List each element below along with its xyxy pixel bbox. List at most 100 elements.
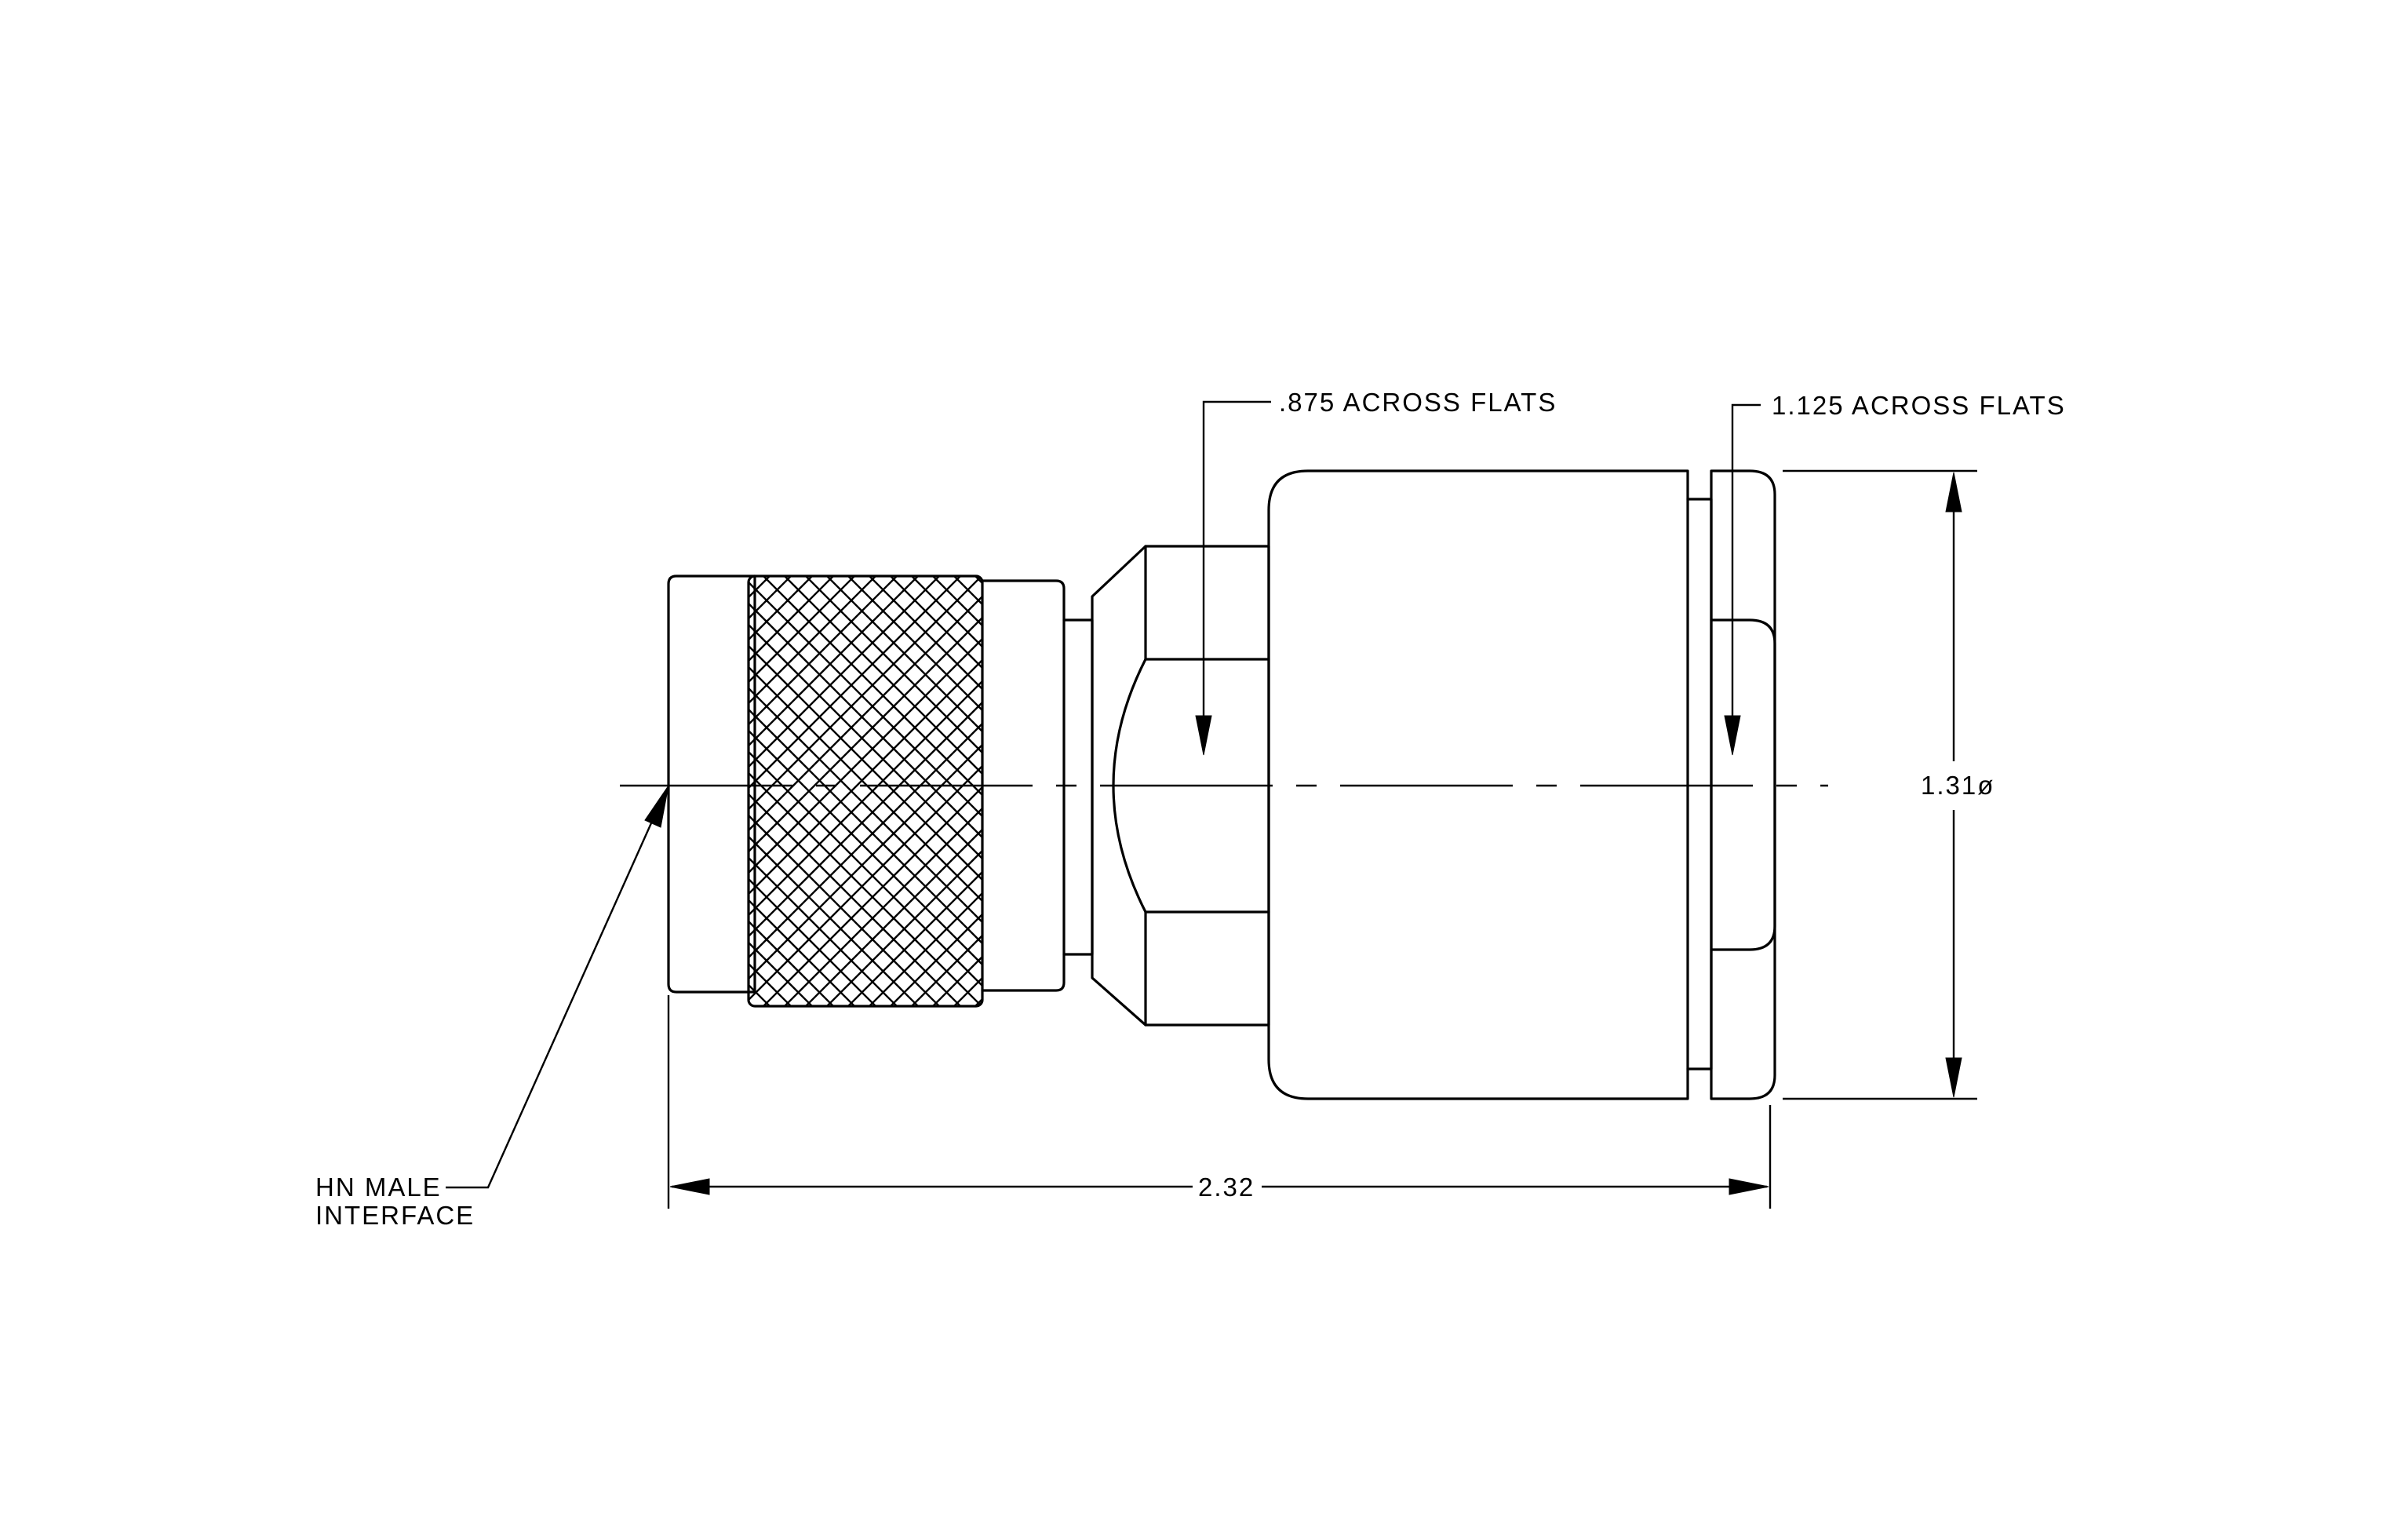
knurl-line (749, 576, 792, 1006)
knurl-line (1335, 576, 1765, 1006)
knurl-line (749, 576, 961, 1006)
knurl-line (1251, 576, 1681, 1006)
length-dimension (667, 995, 1772, 1209)
knurl-line (1187, 576, 1617, 1006)
knurl-line (749, 576, 834, 1006)
neck (1062, 618, 1094, 956)
knurl-line (1314, 576, 1744, 1006)
knurl-line (749, 576, 982, 1006)
knurl-line (1039, 576, 1469, 1006)
knurl-line (1102, 576, 1532, 1006)
knurl-line (1230, 576, 1659, 1006)
groove (1686, 498, 1713, 1071)
knurl-line (805, 576, 982, 1006)
knurl-line (1018, 576, 1448, 1006)
knurl-line (1357, 576, 1787, 1006)
knurl-line (1399, 576, 1829, 1006)
knurl-line (749, 576, 982, 1006)
knurl-line (749, 576, 982, 1006)
label-interface-line1: HN MALE (315, 1173, 442, 1202)
knurl-line (1187, 576, 1617, 1006)
knurl-line (932, 576, 982, 1006)
label-diameter: 1.31ø (1921, 771, 1995, 800)
knurl-line (1378, 576, 1808, 1006)
knurl-line (1272, 576, 1702, 1006)
knurl-line (749, 576, 982, 1006)
knurl-line (749, 576, 855, 1006)
knurl-line (749, 576, 876, 1006)
knurl-line (749, 576, 940, 1006)
knurl-line (974, 576, 982, 1006)
knurl-line (749, 576, 982, 1006)
knurl-line (749, 576, 876, 1006)
front-coupling-ring (667, 574, 756, 994)
knurl-line (749, 576, 770, 1006)
knurl-line (763, 576, 982, 1006)
knurl-line (749, 576, 792, 1006)
knurl-line (996, 576, 1426, 1006)
leader-small-flats (1195, 400, 1271, 756)
knurl-line (847, 576, 982, 1006)
knurl-line (826, 576, 982, 1006)
knurl-line (319, 576, 749, 1006)
label-large-flats: 1.125 ACROSS FLATS (1772, 391, 2066, 420)
knurl-line (826, 576, 982, 1006)
knurl-line (1124, 576, 1554, 1006)
knurl-line (932, 576, 982, 1006)
knurl-line (1399, 576, 1829, 1006)
knurl-line (953, 576, 982, 1006)
knurl-line (749, 576, 770, 1006)
knurl-line (749, 576, 982, 1006)
knurl-line (1145, 576, 1575, 1006)
knurl-line (749, 576, 982, 1006)
knurl-line (1314, 576, 1744, 1006)
knurl-line (869, 576, 982, 1006)
knurl-line (847, 576, 982, 1006)
knurl-line (1039, 576, 1469, 1006)
knurl-line (319, 576, 749, 1006)
knurl-line (1251, 576, 1681, 1006)
label-length: 2.32 (1198, 1173, 1255, 1202)
large-hex-nut (1710, 469, 1776, 1100)
knurl-line (1208, 576, 1638, 1006)
knurl-line (1335, 576, 1765, 1006)
knurl-line (749, 576, 834, 1006)
knurl-line (953, 576, 982, 1006)
small-hex-body (1091, 545, 1270, 1027)
knurl-line (890, 576, 982, 1006)
label-small-flats: .875 ACROSS FLATS (1279, 388, 1557, 417)
knurl-line (974, 576, 982, 1006)
leader-large-flats (1724, 403, 1761, 756)
knurl-line (749, 576, 961, 1006)
knurl-line (1145, 576, 1575, 1006)
knurl-line (890, 576, 982, 1006)
knurl-line (749, 576, 982, 1006)
knurled-coupling-nut (319, 574, 1829, 1008)
knurl-line (1060, 576, 1490, 1006)
knurl-line (1378, 576, 1808, 1006)
knurl-line (1018, 576, 1448, 1006)
knurl-line (1293, 576, 1723, 1006)
knurl-line (749, 576, 982, 1006)
label-interface-line2: INTERFACE (315, 1201, 475, 1230)
knurl-line (1230, 576, 1659, 1006)
knurl-line (749, 576, 919, 1006)
knurl-line (784, 576, 982, 1006)
leader-interface (446, 785, 669, 1189)
knurl-line (749, 576, 855, 1006)
knurl-line (1272, 576, 1702, 1006)
knurl-line (1357, 576, 1787, 1006)
knurl-line (1166, 576, 1596, 1006)
knurl-line (869, 576, 982, 1006)
knurl-line (1166, 576, 1596, 1006)
knurl-line (784, 576, 982, 1006)
main-body (1267, 469, 1689, 1100)
knurl-line (996, 576, 1426, 1006)
knurl-line (1293, 576, 1723, 1006)
knurl-line (805, 576, 982, 1006)
knurl-line (749, 576, 919, 1006)
knurl-line (1208, 576, 1638, 1006)
knurl-line (1102, 576, 1532, 1006)
knurl-line (749, 576, 982, 1006)
